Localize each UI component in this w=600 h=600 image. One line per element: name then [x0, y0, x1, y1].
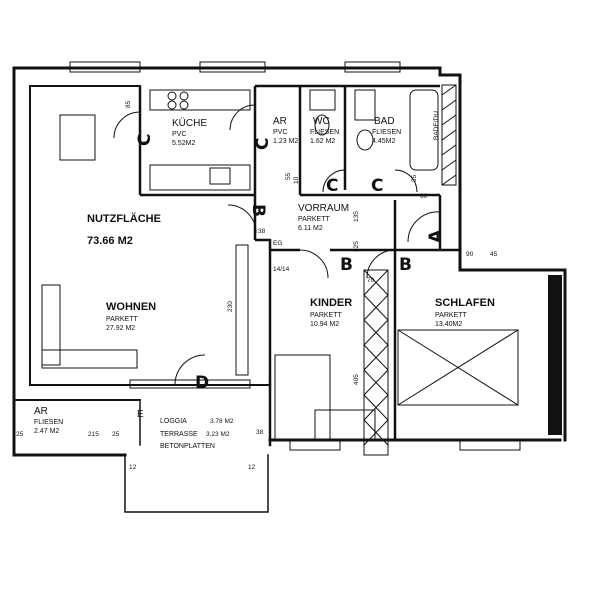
room-ar1-name: AR [273, 116, 287, 127]
shaft [363, 84, 457, 456]
room-vorraum-floor: PARKETT [298, 216, 330, 223]
room-kueche-area: 5.52M2 [172, 140, 195, 147]
dim-405: 405 [353, 374, 360, 385]
dim-55: 55 [285, 172, 292, 180]
room-ar1-floor: PVC [273, 129, 287, 136]
dim-12a: 12 [129, 464, 137, 471]
dimension-labels: 85 55 10 135 35 60 90 45 70 38 325 405 2… [16, 100, 498, 471]
room-kueche-name: KÜCHE [172, 117, 207, 129]
dim-12b: 12 [248, 464, 256, 471]
room-wc-floor: FLIESEN [310, 129, 339, 136]
label-e: E [137, 409, 144, 420]
room-wohnen-name: WOHNEN [106, 301, 156, 313]
bath-fixtures [309, 89, 439, 171]
dim-70: 70 [367, 277, 375, 284]
door-marker-b-kinder: B [340, 255, 353, 275]
room-ar1-area: 1.23 M2 [273, 138, 298, 145]
beds [274, 329, 519, 441]
total-label: NUTZFLÄCHE [87, 212, 161, 225]
dim-85: 85 [125, 100, 132, 108]
room-wc-name: WC [313, 116, 330, 127]
dim-135: 135 [353, 211, 360, 222]
dim-10a: 10 [293, 176, 300, 184]
loggia-area: 3.78 M2 [210, 418, 234, 425]
room-ar2-name: AR [34, 406, 48, 417]
living-furniture [41, 244, 249, 376]
dim-25a: 25 [16, 431, 24, 438]
dim-90: 90 [466, 251, 474, 258]
loggia-name: LOGGIA [160, 418, 187, 425]
dim-35: 35 [411, 174, 418, 182]
room-bad-name: BAD [374, 116, 395, 127]
door-marker-b-schlafen: B [399, 255, 412, 275]
room-kueche-floor: PVC [172, 131, 186, 138]
label-eg: EG [273, 240, 282, 247]
door-marker-c-wc: C [326, 176, 338, 196]
dim-325: 325 [353, 241, 360, 252]
room-kinder-name: KINDER [310, 297, 352, 309]
door-marker-d-loggia: D [195, 373, 209, 393]
window-marks [69, 61, 521, 451]
door-swings [113, 104, 441, 386]
door-marker-c-ar: C [253, 138, 273, 150]
door-marker-a-entry: A [426, 229, 446, 243]
terrace-name: TERRASSE [160, 431, 198, 438]
room-ar2-floor: FLIESEN [34, 419, 63, 426]
room-kinder-floor: PARKETT [310, 312, 342, 319]
room-schlafen-area: 13.40M2 [435, 321, 462, 328]
room-kinder-area: 10.94 M2 [310, 321, 339, 328]
dim-230: 230 [227, 301, 234, 312]
room-vorraum-area: 6.11 M2 [298, 225, 323, 232]
room-ar2-area: 2.47 M2 [34, 428, 59, 435]
dim-45: 45 [490, 251, 498, 258]
room-wohnen-area: 27.92 M2 [106, 325, 135, 332]
dim-38b: 38 [256, 429, 264, 436]
room-wc-area: 1.62 M2 [310, 138, 335, 145]
room-bad-floor: FLIESEN [372, 129, 401, 136]
room-bad-area: 4.45M2 [372, 138, 395, 145]
label-wall: 14/14 [273, 266, 290, 273]
terrace-area: 3.23 M2 [206, 431, 230, 438]
kitchen-fixtures [59, 89, 251, 191]
room-wohnen-floor: PARKETT [106, 316, 138, 323]
door-marker-c-bad: C [371, 176, 383, 196]
terrace-surface: BETONPLATTEN [160, 443, 215, 450]
room-schlafen-floor: PARKETT [435, 312, 467, 319]
door-marker-c-kitchen: C [135, 134, 155, 146]
label-bathtub: BADE/DU [433, 111, 440, 140]
room-schlafen-name: SCHLAFEN [435, 297, 495, 309]
dim-215: 215 [88, 431, 99, 438]
dim-38: 38 [258, 228, 266, 235]
room-vorraum-name: VORRAUM [298, 203, 349, 214]
total-area: 73.66 M2 [87, 235, 133, 247]
dim-60: 60 [420, 193, 428, 200]
dim-25b: 25 [112, 431, 120, 438]
door-marker-b-living: B [248, 204, 268, 217]
